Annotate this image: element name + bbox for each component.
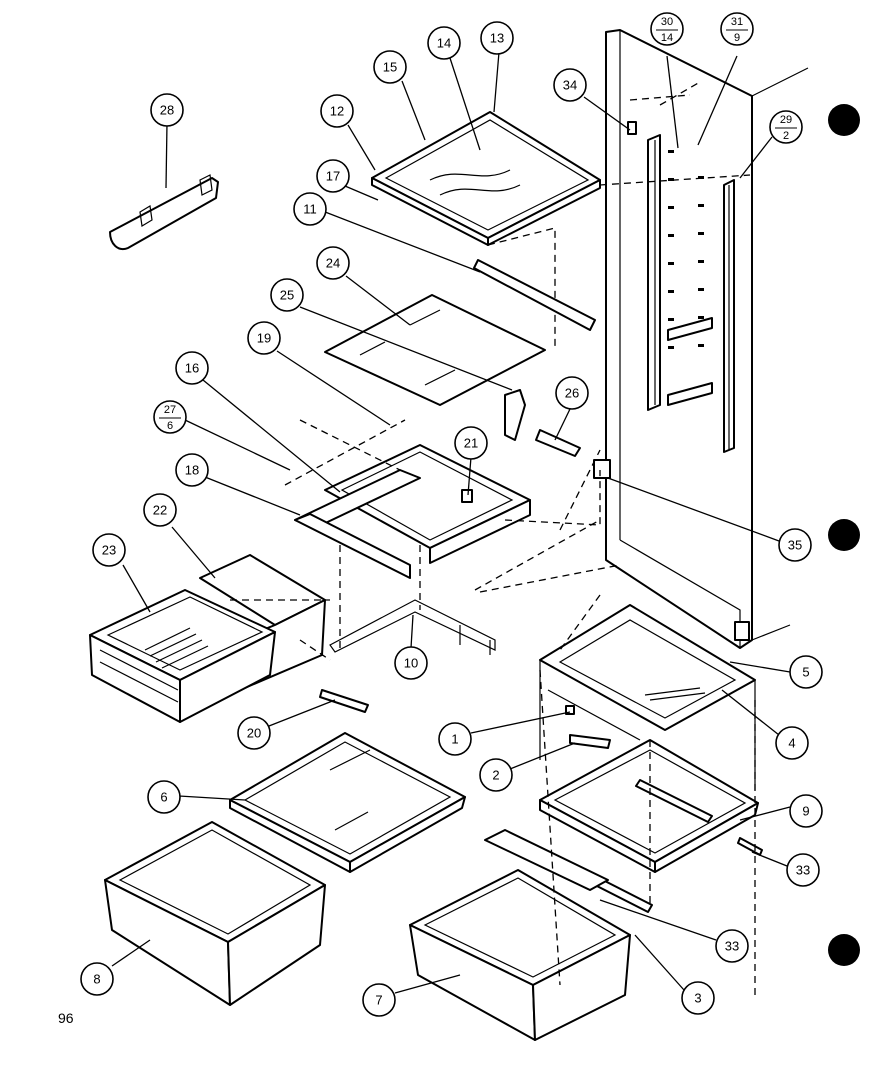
glass-panel-24 xyxy=(324,294,546,406)
callout-29-2: 29 2 xyxy=(769,110,803,144)
callout-8: 8 xyxy=(80,962,114,996)
callout-10: 10 xyxy=(394,646,428,680)
svg-text:14: 14 xyxy=(661,32,673,44)
svg-text:9: 9 xyxy=(734,32,740,44)
svg-text:10: 10 xyxy=(404,656,418,671)
callout-11: 11 xyxy=(293,192,327,226)
svg-text:6: 6 xyxy=(167,420,173,432)
callout-9: 9 xyxy=(789,794,823,828)
svg-text:15: 15 xyxy=(383,60,397,75)
callout-2: 2 xyxy=(479,758,513,792)
callout-17: 17 xyxy=(316,159,350,193)
svg-text:5: 5 xyxy=(802,665,809,680)
punch-hole-middle xyxy=(828,519,860,551)
callout-13: 13 xyxy=(480,21,514,55)
svg-text:7: 7 xyxy=(375,993,382,1008)
punch-hole-bottom xyxy=(828,934,860,966)
svg-text:30: 30 xyxy=(661,16,673,28)
svg-text:33: 33 xyxy=(725,939,739,954)
callout-6: 6 xyxy=(147,780,181,814)
punch-hole-top xyxy=(828,104,860,136)
slide-rail-33 xyxy=(484,829,763,913)
bracket-10 xyxy=(329,599,496,655)
svg-text:22: 22 xyxy=(153,503,167,518)
svg-text:9: 9 xyxy=(802,804,809,819)
callout-12: 12 xyxy=(320,94,354,128)
svg-text:17: 17 xyxy=(326,169,340,184)
callout-35: 35 xyxy=(778,528,812,562)
svg-text:35: 35 xyxy=(788,538,802,553)
svg-text:26: 26 xyxy=(565,386,579,401)
svg-text:14: 14 xyxy=(437,36,451,51)
svg-text:6: 6 xyxy=(160,790,167,805)
svg-text:19: 19 xyxy=(257,331,271,346)
svg-text:34: 34 xyxy=(563,78,577,93)
callout-21: 21 xyxy=(454,426,488,460)
svg-text:20: 20 xyxy=(247,726,261,741)
svg-text:18: 18 xyxy=(185,463,199,478)
crisper-pan-8 xyxy=(104,821,326,1006)
callout-18: 18 xyxy=(175,453,209,487)
pan-23 xyxy=(89,589,276,723)
crisper-cover-frame xyxy=(284,419,531,579)
callout-3: 3 xyxy=(681,981,715,1015)
svg-text:24: 24 xyxy=(326,256,340,271)
callout-33-upper: 33 xyxy=(786,853,820,887)
callout-5: 5 xyxy=(789,655,823,689)
crisper-shelf-9 xyxy=(539,739,759,873)
callout-34: 34 xyxy=(553,68,587,102)
part-1 xyxy=(565,705,575,715)
svg-text:25: 25 xyxy=(280,288,294,303)
callout-1: 1 xyxy=(438,722,472,756)
cabinet-liner xyxy=(593,29,809,649)
callout-22: 22 xyxy=(143,493,177,527)
callout-27-6: 27 6 xyxy=(153,400,187,434)
slide-20 xyxy=(319,689,369,713)
callout-23: 23 xyxy=(92,533,126,567)
svg-text:27: 27 xyxy=(164,404,176,416)
callout-28: 28 xyxy=(150,93,184,127)
callout-15: 15 xyxy=(373,50,407,84)
callout-33-lower: 33 xyxy=(715,929,749,963)
svg-text:33: 33 xyxy=(796,863,810,878)
callout-20: 20 xyxy=(237,716,271,750)
callout-31-9: 31 9 xyxy=(720,12,754,46)
part-2 xyxy=(569,734,611,749)
callout-14: 14 xyxy=(427,26,461,60)
svg-text:11: 11 xyxy=(303,202,317,217)
alignment-lines xyxy=(230,449,756,1000)
callout-7: 7 xyxy=(362,983,396,1017)
callout-4: 4 xyxy=(775,726,809,760)
callout-30-14: 30 14 xyxy=(650,12,684,46)
svg-text:23: 23 xyxy=(102,543,116,558)
crisper-shelf-6 xyxy=(229,732,466,873)
callout-19: 19 xyxy=(247,321,281,355)
crisper-pan-7 xyxy=(409,869,631,1041)
svg-text:4: 4 xyxy=(788,736,795,751)
top-shelf-assembly xyxy=(371,111,601,350)
leader-lines xyxy=(111,51,791,994)
svg-text:2: 2 xyxy=(783,130,789,142)
svg-text:28: 28 xyxy=(160,103,174,118)
svg-text:8: 8 xyxy=(93,972,100,987)
part-28 xyxy=(109,174,219,250)
bracket-26 xyxy=(504,389,581,457)
callout-25: 25 xyxy=(270,278,304,312)
page-number: 96 xyxy=(58,1010,74,1026)
svg-text:1: 1 xyxy=(451,732,458,747)
svg-text:2: 2 xyxy=(492,768,499,783)
svg-text:12: 12 xyxy=(330,104,344,119)
svg-text:29: 29 xyxy=(780,114,792,126)
callout-24: 24 xyxy=(316,246,350,280)
svg-text:13: 13 xyxy=(490,31,504,46)
callout-16: 16 xyxy=(175,351,209,385)
svg-text:31: 31 xyxy=(731,16,743,28)
svg-text:21: 21 xyxy=(464,436,478,451)
svg-text:3: 3 xyxy=(694,991,701,1006)
svg-text:16: 16 xyxy=(185,361,199,376)
callout-26: 26 xyxy=(555,376,589,410)
shelf-rail-11 xyxy=(473,259,596,331)
